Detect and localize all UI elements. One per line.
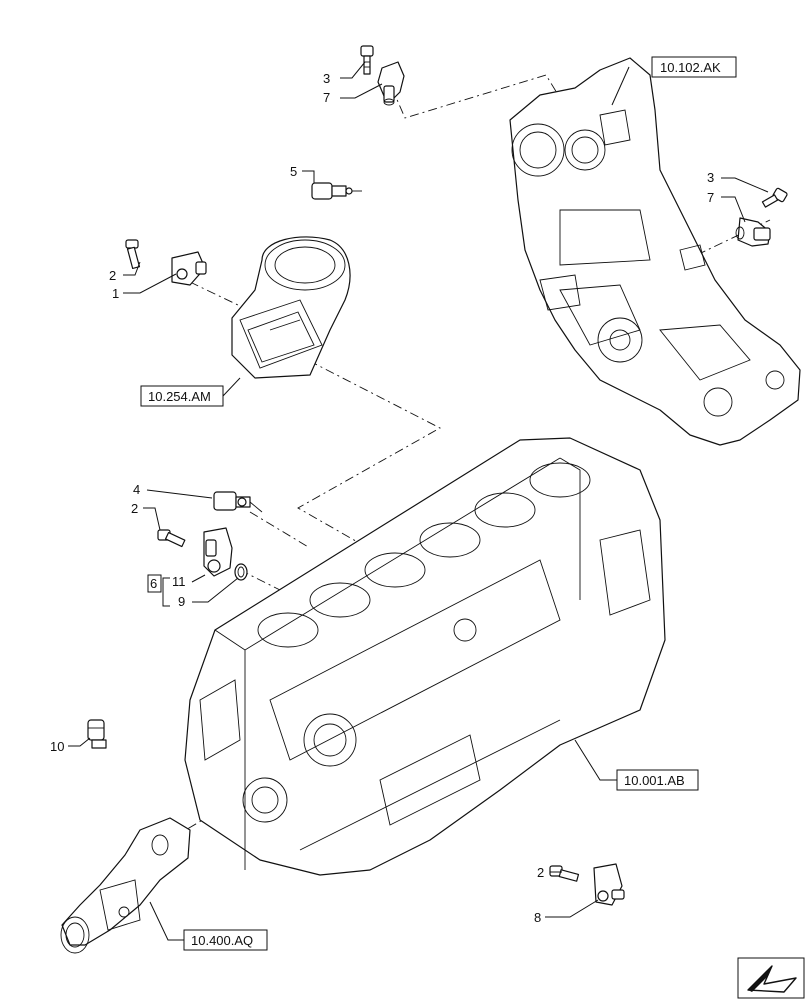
- callout-4: 4: [133, 482, 140, 497]
- callout-labels: 3 7 5 2 1 3 7 4 2 6 11 9 10 2 8: [50, 71, 714, 925]
- sensor-10: [87, 719, 107, 749]
- speed-sensor-top: [377, 61, 405, 106]
- ref-intake: 10.254.AM: [148, 389, 211, 404]
- pressure-sensor-8: [593, 863, 625, 906]
- callout-2-bottom: 2: [537, 865, 544, 880]
- temperature-sensor-4: [213, 491, 263, 513]
- bolt-top: [360, 45, 374, 75]
- callout-9: 9: [178, 594, 185, 609]
- intake-elbow: [231, 236, 351, 379]
- arrow-direction-icon: [737, 957, 805, 999]
- bolt-left: [125, 239, 141, 270]
- callout-7-right: 7: [707, 190, 714, 205]
- bolt-mid: [157, 529, 186, 548]
- callout-1: 1: [112, 286, 119, 301]
- callout-7-top: 7: [323, 90, 330, 105]
- reference-boxes: 10.102.AK 10.254.AM 10.001.AB 10.400.AQ: [140, 56, 737, 951]
- water-pipe: [60, 817, 191, 954]
- callout-8: 8: [534, 910, 541, 925]
- callout-3-right: 3: [707, 170, 714, 185]
- callout-2-left: 2: [109, 268, 116, 283]
- leader-lines: [68, 61, 769, 941]
- bolt-right: [761, 187, 788, 208]
- timing-cover-housing: [509, 57, 801, 446]
- callout-10: 10: [50, 739, 64, 754]
- callout-2-mid: 2: [131, 501, 138, 516]
- ref-block: 10.001.AB: [624, 773, 685, 788]
- pressure-sensor-1: [171, 251, 207, 286]
- engine-block: [184, 437, 666, 876]
- callout-11: 11: [172, 574, 186, 589]
- ref-timing-cover: 10.102.AK: [660, 60, 721, 75]
- callout-5: 5: [290, 164, 297, 179]
- ref-water-pipe: 10.400.AQ: [191, 933, 253, 948]
- bolt-bottom: [549, 865, 580, 882]
- speed-sensor-right: [735, 217, 771, 247]
- kit-bracket: [147, 574, 170, 607]
- callout-3-top: 3: [323, 71, 330, 86]
- o-ring-9: [234, 563, 248, 581]
- pressure-sensor-11: [203, 527, 233, 577]
- temperature-sensor-5: [311, 182, 362, 200]
- callout-6-kit: 6: [150, 576, 157, 591]
